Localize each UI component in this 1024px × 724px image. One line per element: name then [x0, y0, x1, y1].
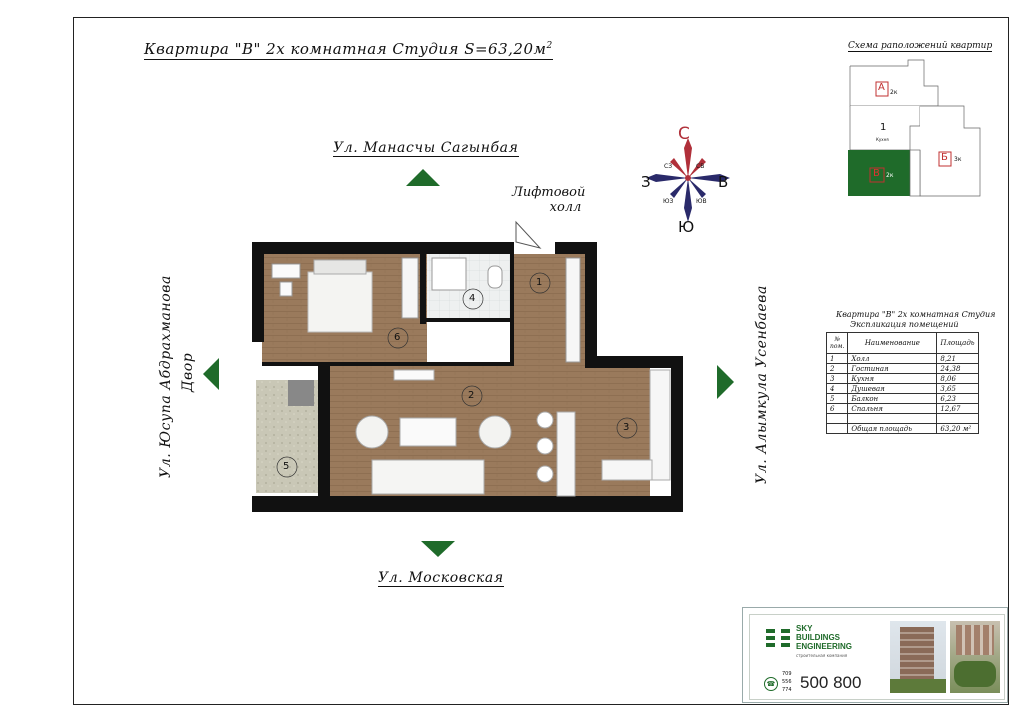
bed-headboard [313, 259, 367, 275]
company-logo-icon [766, 629, 790, 647]
room-number-4: 4 [469, 293, 476, 304]
balcony-box [288, 380, 314, 406]
room-number-3: 3 [623, 422, 630, 433]
phone-icon: ☎ [764, 677, 778, 691]
compass-sw: ЮЗ [663, 198, 674, 205]
room-number-2: 2 [468, 390, 475, 401]
col-num: № пом. [825, 332, 849, 354]
armchair-right [478, 415, 512, 449]
bar-stool [536, 411, 554, 429]
schema-label-1-sub: Кухня [876, 137, 889, 142]
bar-counter [556, 411, 576, 497]
bed [307, 271, 373, 333]
phone-prefixes: 709 556 774 [782, 671, 792, 693]
armchair-left [355, 415, 389, 449]
compass-w: З [641, 173, 651, 191]
east-arrow-icon [717, 365, 734, 399]
courtyard-render-image [950, 621, 1000, 693]
bar-stool [536, 465, 554, 483]
coffee-table [399, 417, 457, 447]
south-arrow-icon [421, 541, 455, 557]
table-row-empty [825, 413, 979, 424]
wardrobe [401, 257, 419, 319]
bar-stool [536, 437, 554, 455]
street-south-label: Ул. Московская [378, 570, 504, 587]
desk [271, 263, 301, 279]
entrance-door [515, 220, 542, 249]
compass-rose: С Ю З В СЗ СВ ЮЗ ЮВ [638, 124, 738, 240]
compass-e: В [718, 173, 729, 191]
hall-wardrobe [565, 257, 581, 363]
west-arrow-icon [203, 358, 219, 390]
col-area: Площадь [936, 332, 979, 354]
sheet-frame [73, 17, 1009, 705]
explication-subtitle: Экспликация помещений [850, 320, 959, 329]
compass-ne: СВ [696, 163, 705, 170]
schema-label-a-size: 2к [890, 89, 898, 96]
col-name: Наименование [847, 332, 938, 354]
lift-hall-line2: холл [549, 200, 582, 215]
schema-label-b-size: 3к [954, 156, 962, 163]
lift-hall-line1: Лифтовой [512, 185, 586, 200]
brand-inner: SKY BUILDINGS ENGINEERING строительная к… [749, 614, 1005, 700]
street-north-label: Ул. Манасчы Сагынбая [333, 140, 519, 157]
apartment-title: Квартира "В" 2х комнатная Студия S=63,20… [144, 40, 553, 60]
kitchen-counter [649, 369, 671, 481]
compass-nw: СЗ [664, 163, 673, 170]
compass-se: ЮВ [696, 198, 707, 205]
company-tagline: строительная компания [796, 653, 848, 658]
schema-label-1: 1 [880, 122, 887, 133]
building-render-image [890, 621, 946, 693]
compass-s: Ю [678, 218, 695, 236]
kitchen-counter-bottom [601, 459, 653, 481]
company-name: SKY BUILDINGS ENGINEERING [796, 624, 853, 651]
lift-hall-label: Лифтовой холл [512, 185, 585, 215]
schema-label-v-size: 2к [886, 172, 894, 179]
chair [279, 281, 293, 297]
room-number-6: 6 [394, 332, 401, 343]
schema-title: Схема раположений квартир [848, 41, 993, 52]
toilet [487, 265, 503, 289]
brand-block: SKY BUILDINGS ENGINEERING строительная к… [742, 607, 1008, 703]
explication-title: Квартира "В" 2х комнатная Студия [836, 310, 996, 319]
phone-number: 500 800 [800, 673, 862, 692]
compass-icon [646, 138, 730, 222]
tv-stand [393, 369, 435, 381]
compass-n: С [678, 124, 690, 144]
room-number-1: 1 [536, 277, 543, 288]
walls [252, 242, 683, 512]
north-arrow-icon [406, 169, 440, 186]
schema-label-a: А [878, 82, 885, 93]
schema-label-b: Б [941, 152, 948, 163]
room-number-5: 5 [283, 461, 290, 472]
shower-cabin [431, 257, 467, 291]
schema-label-v: В [873, 168, 880, 179]
sofa [371, 459, 485, 495]
